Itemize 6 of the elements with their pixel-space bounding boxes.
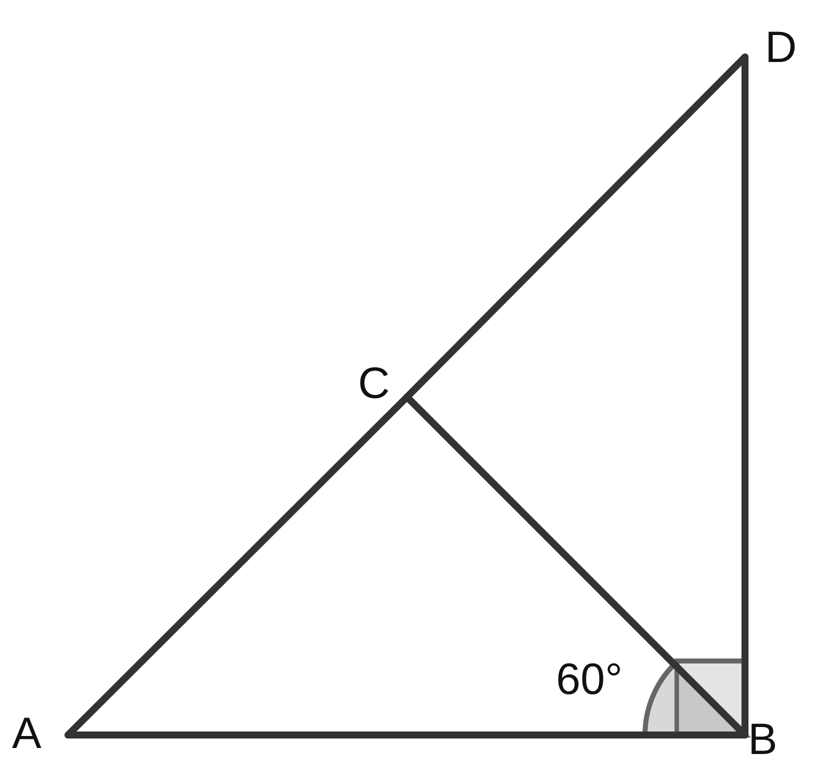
vertex-label: D	[765, 26, 797, 70]
vertex-label: A	[12, 712, 42, 756]
vertex-label: B	[748, 718, 778, 762]
angle-label: 60°	[556, 658, 623, 702]
vertex-label: C	[358, 362, 390, 406]
line-segment	[404, 394, 748, 738]
